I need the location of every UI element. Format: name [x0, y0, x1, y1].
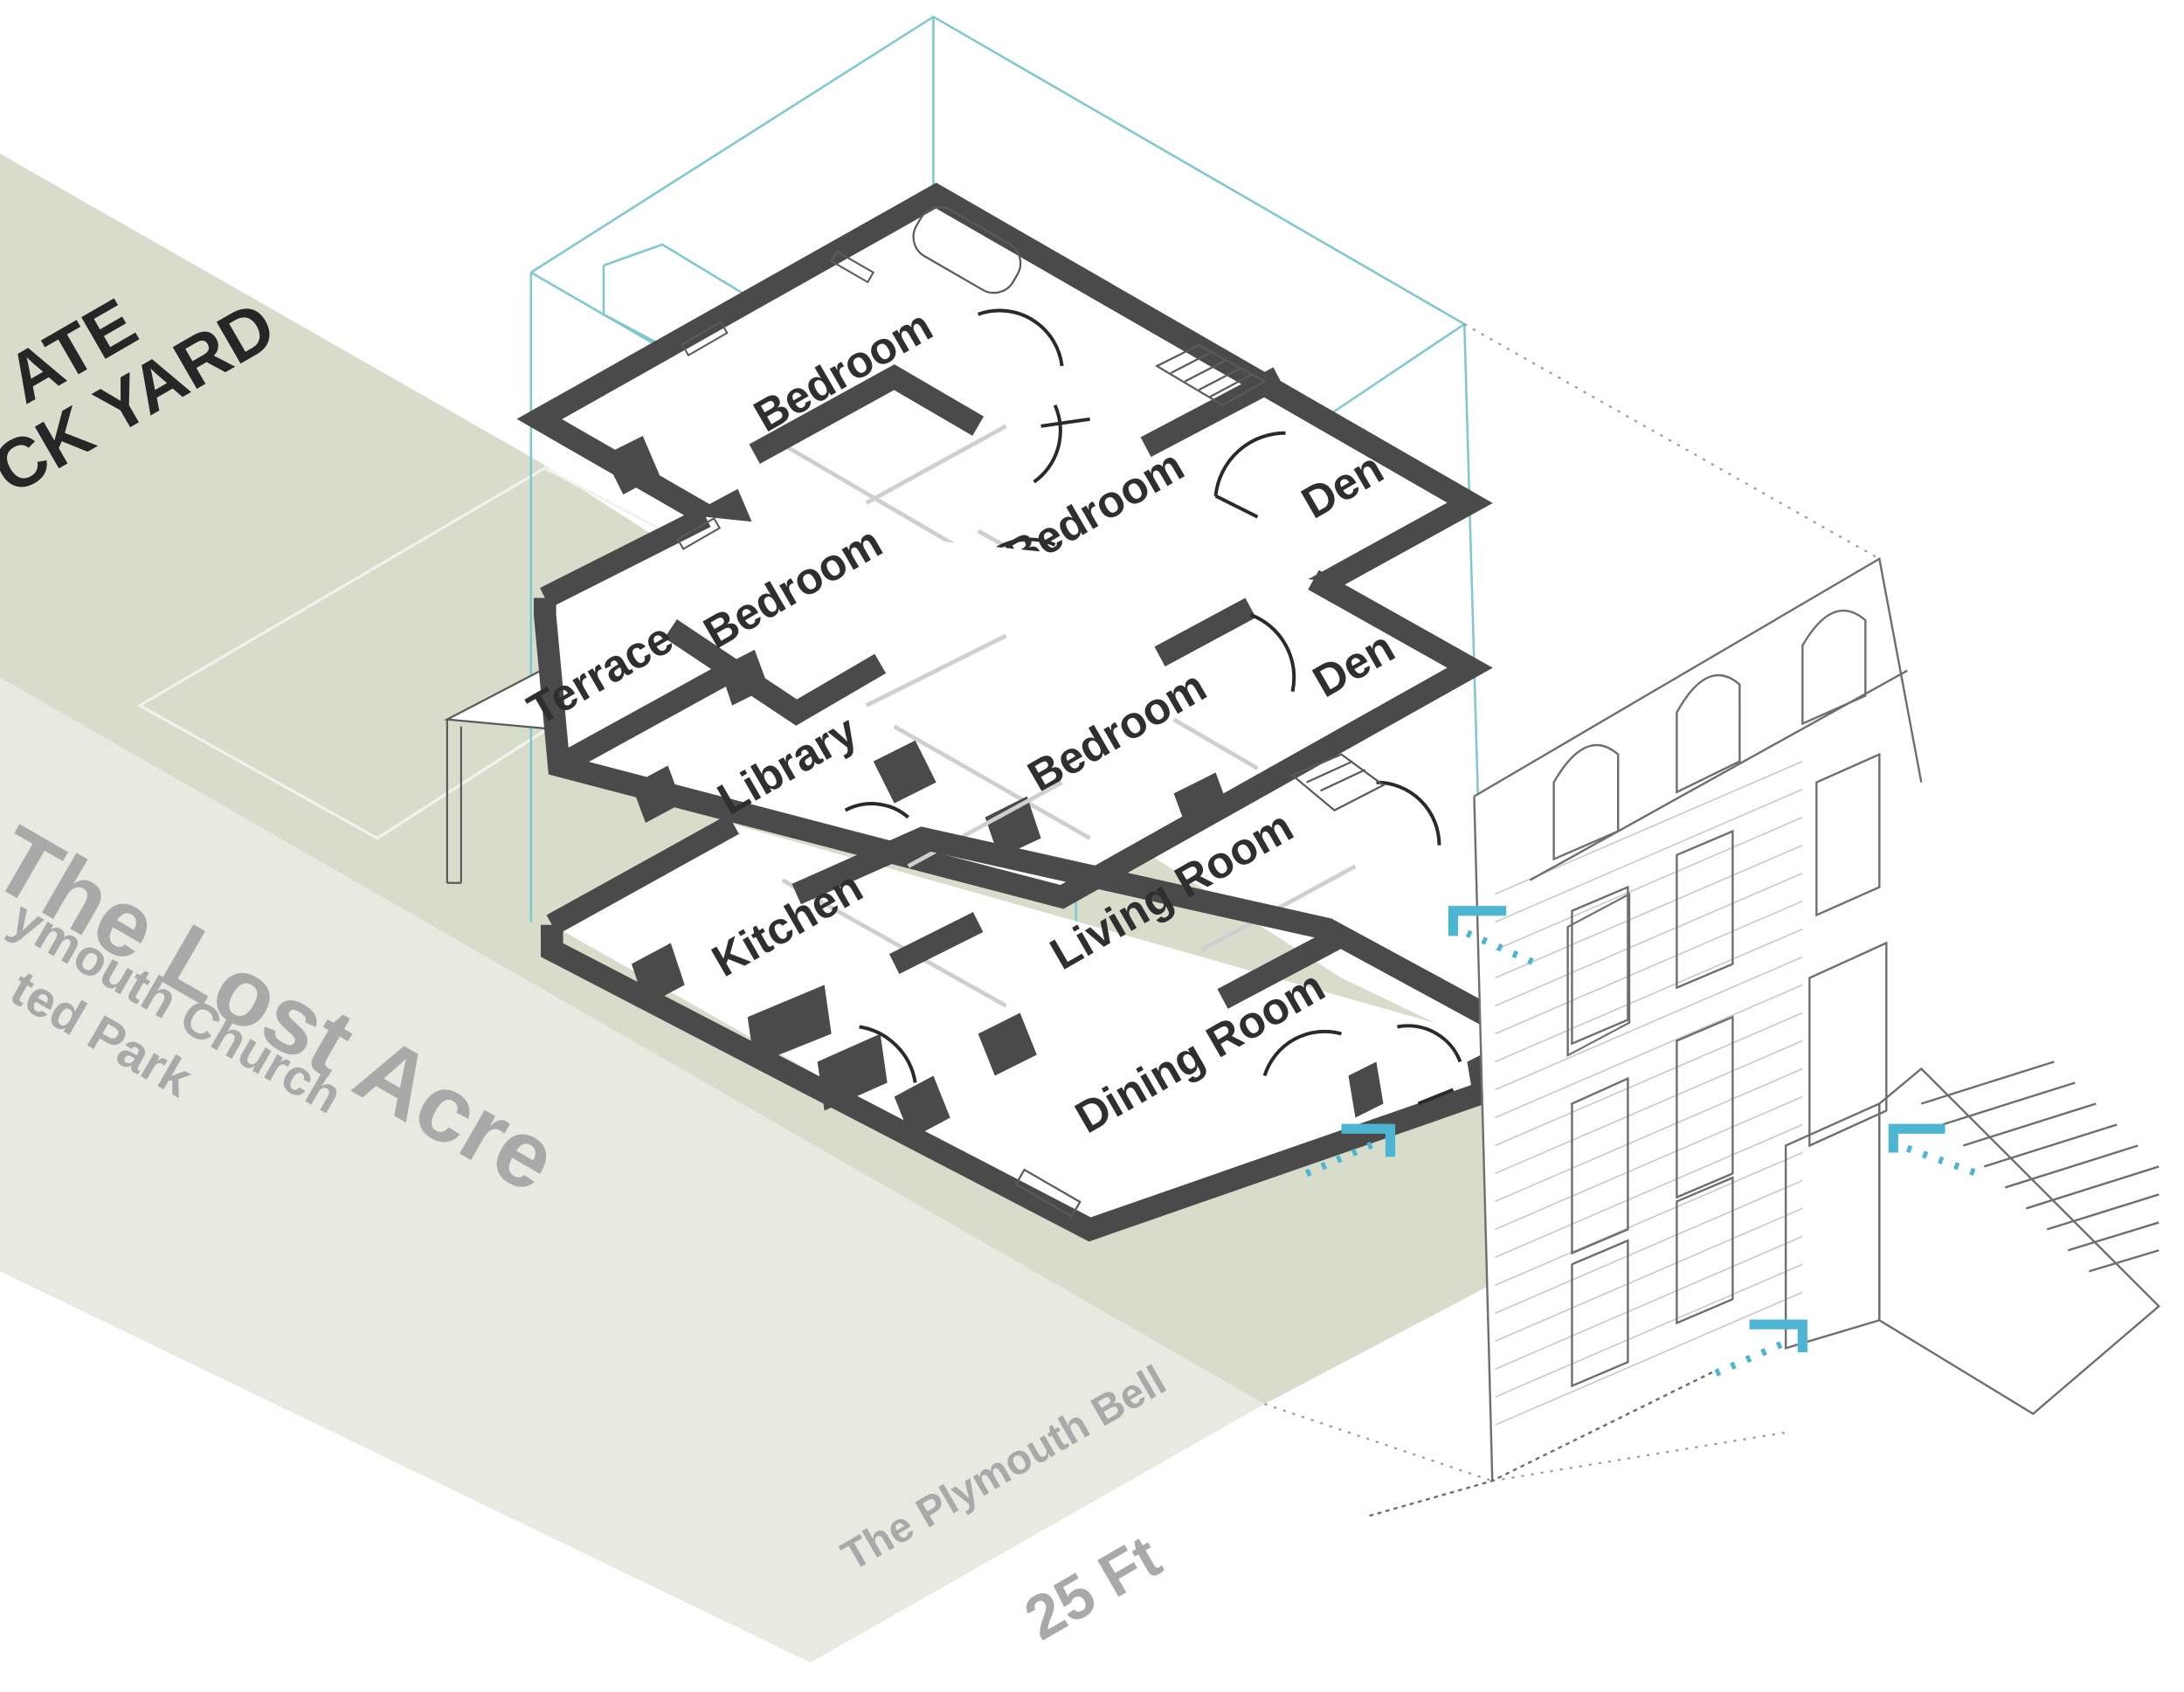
section-marker-icon: [1448, 906, 1539, 968]
stair-icon: [1290, 753, 1386, 811]
stair-icon: [1155, 343, 1267, 407]
section-marker-icon: [1888, 1123, 1979, 1177]
section-marker-icon: [1304, 1123, 1396, 1177]
section-marker-icon: [1714, 1319, 1807, 1377]
width-dimension-label: 25 Ft: [1013, 1522, 1172, 1654]
brownstone-facade: [1369, 556, 2160, 1517]
front-stoop: [1784, 1060, 2160, 1416]
radiator-icon: [1014, 1168, 1082, 1219]
floor-ground: Kitchen Living Room Dining Room: [541, 780, 1578, 1242]
radiator-icon: [676, 516, 722, 550]
lost-acre-lot: [0, 677, 1265, 1663]
bathtub-icon: [912, 206, 1022, 294]
floor-middle: Terrace Bedroom Library Bedroom Den: [443, 507, 1493, 909]
